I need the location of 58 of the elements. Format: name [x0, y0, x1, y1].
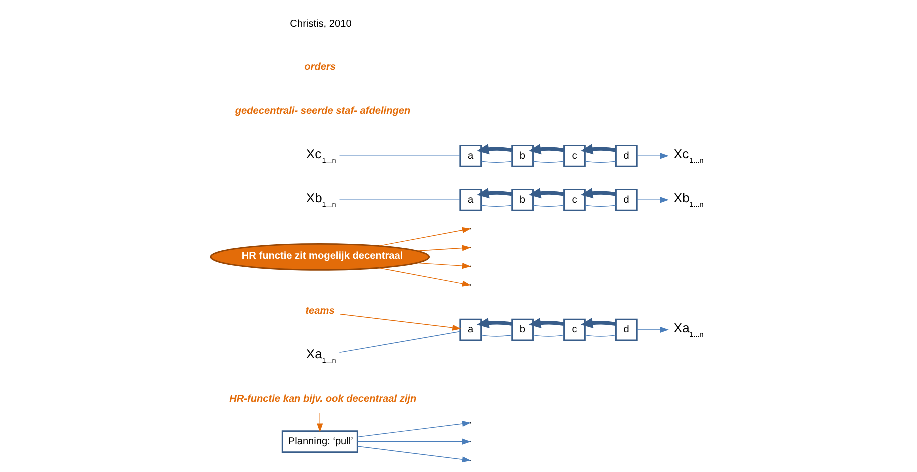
arrow	[476, 318, 512, 328]
arrow	[416, 262, 471, 270]
node-box: a	[459, 144, 482, 168]
connector	[338, 200, 460, 201]
label: orders	[304, 62, 336, 74]
arrow	[580, 144, 616, 155]
arrow	[580, 188, 616, 199]
arrow	[356, 438, 471, 445]
arrow	[378, 227, 471, 247]
connector	[480, 205, 512, 208]
node-box: b	[511, 188, 534, 212]
arrow	[580, 318, 616, 328]
arrow	[528, 188, 564, 199]
connector	[532, 205, 564, 208]
arrow	[528, 318, 564, 328]
node-box: c	[563, 188, 586, 212]
arrow	[636, 326, 669, 334]
connector	[480, 161, 512, 164]
connector	[480, 334, 512, 337]
node-box: d	[615, 188, 638, 212]
connector	[584, 205, 616, 208]
node-box: b	[511, 318, 534, 342]
connector	[338, 331, 460, 354]
node-box: d	[615, 318, 638, 342]
arrow	[636, 197, 669, 204]
node-text: Xa$_{1...n}$	[306, 346, 336, 365]
connector	[584, 161, 616, 164]
arrow	[316, 412, 323, 432]
connector	[584, 334, 616, 337]
node-box: a	[459, 318, 482, 342]
arrow	[476, 144, 512, 155]
node-box: Planning: ‘pull’	[281, 430, 358, 454]
node-text: HR-functie kan bijv. ook decentraal zijn	[229, 394, 416, 405]
arrow	[476, 188, 512, 199]
node-text: Xb$_{1...n}$	[673, 190, 704, 210]
node-text: Xc$_{1...n}$	[673, 146, 704, 166]
node-box: d	[615, 144, 638, 168]
node-text: Xa$_{1...n}$	[673, 320, 704, 339]
node-ellipse: HR functie zit mogelijk decentraal	[210, 243, 430, 271]
arrow	[356, 421, 471, 438]
arrow	[378, 268, 471, 287]
node-box: c	[563, 144, 586, 168]
node-box: a	[459, 188, 482, 212]
node-text: teams	[305, 306, 334, 317]
node-box: c	[563, 318, 586, 342]
connector	[532, 334, 564, 337]
arrow	[356, 446, 471, 463]
label: Christis, 2010	[290, 18, 352, 30]
connector	[532, 161, 564, 164]
node-text: Xc$_{1...n}$	[306, 146, 336, 166]
node-box: b	[511, 144, 534, 168]
label: gedecentrali- seerde staf- afdelingen	[234, 106, 410, 118]
connector	[338, 156, 460, 157]
arrow	[528, 144, 564, 155]
arrow	[636, 153, 669, 160]
node-text: Xb$_{1...n}$	[306, 190, 336, 210]
arrow	[340, 314, 461, 331]
arrow	[416, 245, 471, 252]
